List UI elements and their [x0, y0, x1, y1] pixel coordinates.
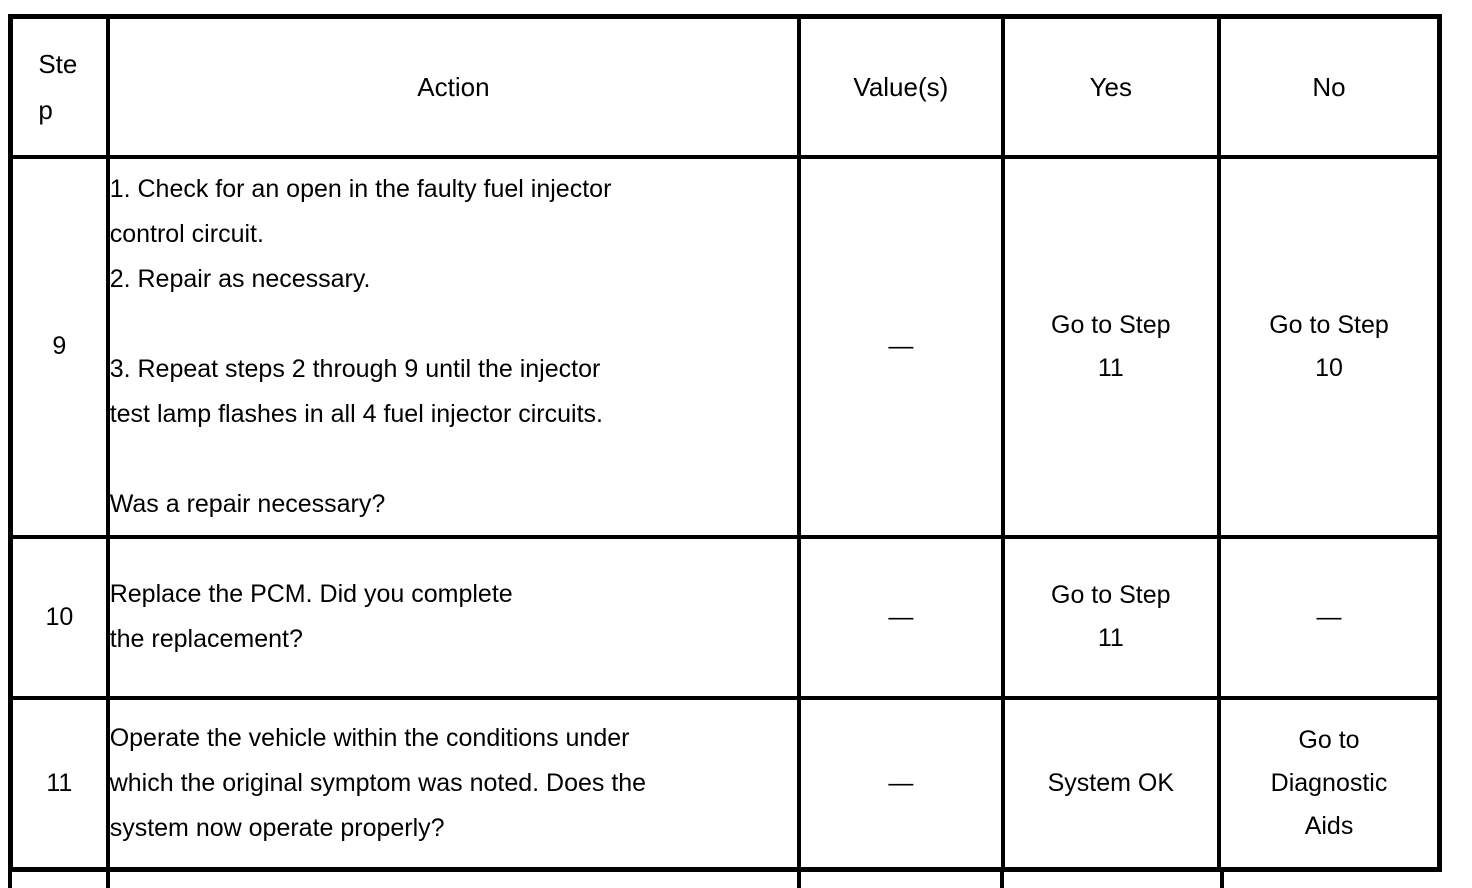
- action-line: 1. Check for an open in the faulty fuel …: [109, 174, 612, 203]
- action-line: control circuit.: [109, 219, 264, 248]
- action-question: system now operate properly?: [109, 813, 445, 842]
- diagnostic-steps-table: Step Action Value(s) Yes No 9 1. Check f…: [8, 14, 1442, 872]
- no-result-line: Aids: [1304, 811, 1354, 840]
- no-result: Go to Step 10: [1219, 156, 1440, 539]
- action-question: Was a repair necessary?: [109, 489, 386, 518]
- step-number: 11: [10, 697, 110, 870]
- no-result-line: Go to: [1298, 725, 1360, 754]
- no-result: Go to Diagnostic Aids: [1219, 697, 1440, 870]
- em-dash: —: [888, 602, 914, 631]
- next-row-border-stubs: [0, 872, 1472, 888]
- action-line: which the original symptom was noted. Do…: [109, 768, 647, 797]
- action-spacer: [110, 437, 797, 482]
- column-header-yes: Yes: [1002, 16, 1222, 159]
- yes-result: Go to Step 11: [1002, 156, 1222, 539]
- action-line: test lamp flashes in all 4 fuel injector…: [109, 399, 603, 428]
- table-row: 11 Operate the vehicle within the condit…: [10, 697, 1440, 870]
- yes-result-line: 11: [1097, 353, 1124, 382]
- action-line: Replace the PCM. Did you complete: [109, 580, 513, 608]
- yes-result: Go to Step 11: [1002, 536, 1222, 700]
- table-row: 10 Replace the PCM. Did you complete the…: [10, 536, 1440, 700]
- no-result-line: Go to Step: [1269, 310, 1389, 339]
- table-border-stub: [797, 872, 801, 888]
- action-line: 2. Repair as necessary.: [109, 264, 371, 293]
- table-header: Step Action Value(s) Yes No: [10, 16, 1440, 159]
- step-number: 10: [10, 536, 110, 700]
- column-header-no: No: [1219, 16, 1440, 159]
- action-content: Replace the PCM. Did you complete the re…: [107, 536, 802, 700]
- yes-result-line: Go to Step: [1051, 310, 1171, 339]
- em-dash: —: [888, 332, 914, 360]
- value-cell: —: [799, 697, 1005, 870]
- table-header-row: Step Action Value(s) Yes No: [10, 16, 1440, 159]
- table-border-stub: [1000, 872, 1004, 888]
- column-header-step: Step: [10, 16, 110, 159]
- column-header-value: Value(s): [799, 16, 1005, 159]
- table-border-stub: [8, 872, 12, 888]
- table-border-stub: [106, 872, 110, 888]
- table-border-stub: [1220, 872, 1224, 888]
- value-cell: —: [799, 536, 1005, 700]
- yes-result-line: 11: [1097, 624, 1124, 652]
- em-dash: —: [1316, 602, 1342, 631]
- yes-result-line: System OK: [1047, 768, 1174, 797]
- action-spacer: [110, 302, 797, 347]
- table-row: 9 1. Check for an open in the faulty fue…: [10, 156, 1440, 539]
- table-body: 9 1. Check for an open in the faulty fue…: [10, 156, 1440, 870]
- no-result-line: Diagnostic: [1270, 768, 1388, 797]
- action-content: 1. Check for an open in the faulty fuel …: [107, 156, 802, 539]
- action-line: Operate the vehicle within the condition…: [109, 723, 630, 752]
- column-header-action: Action: [107, 16, 802, 159]
- em-dash: —: [888, 768, 914, 797]
- action-content: Operate the vehicle within the condition…: [107, 697, 802, 870]
- action-question: the replacement?: [109, 625, 303, 653]
- value-cell: —: [799, 156, 1005, 539]
- no-result-line: 10: [1315, 353, 1343, 382]
- step-number: 9: [10, 156, 110, 539]
- action-line: 3. Repeat steps 2 through 9 until the in…: [109, 354, 601, 383]
- yes-result-line: Go to Step: [1051, 581, 1171, 609]
- no-result: —: [1219, 536, 1440, 700]
- column-header-step-label: Step: [38, 48, 78, 125]
- yes-result: System OK: [1002, 697, 1222, 870]
